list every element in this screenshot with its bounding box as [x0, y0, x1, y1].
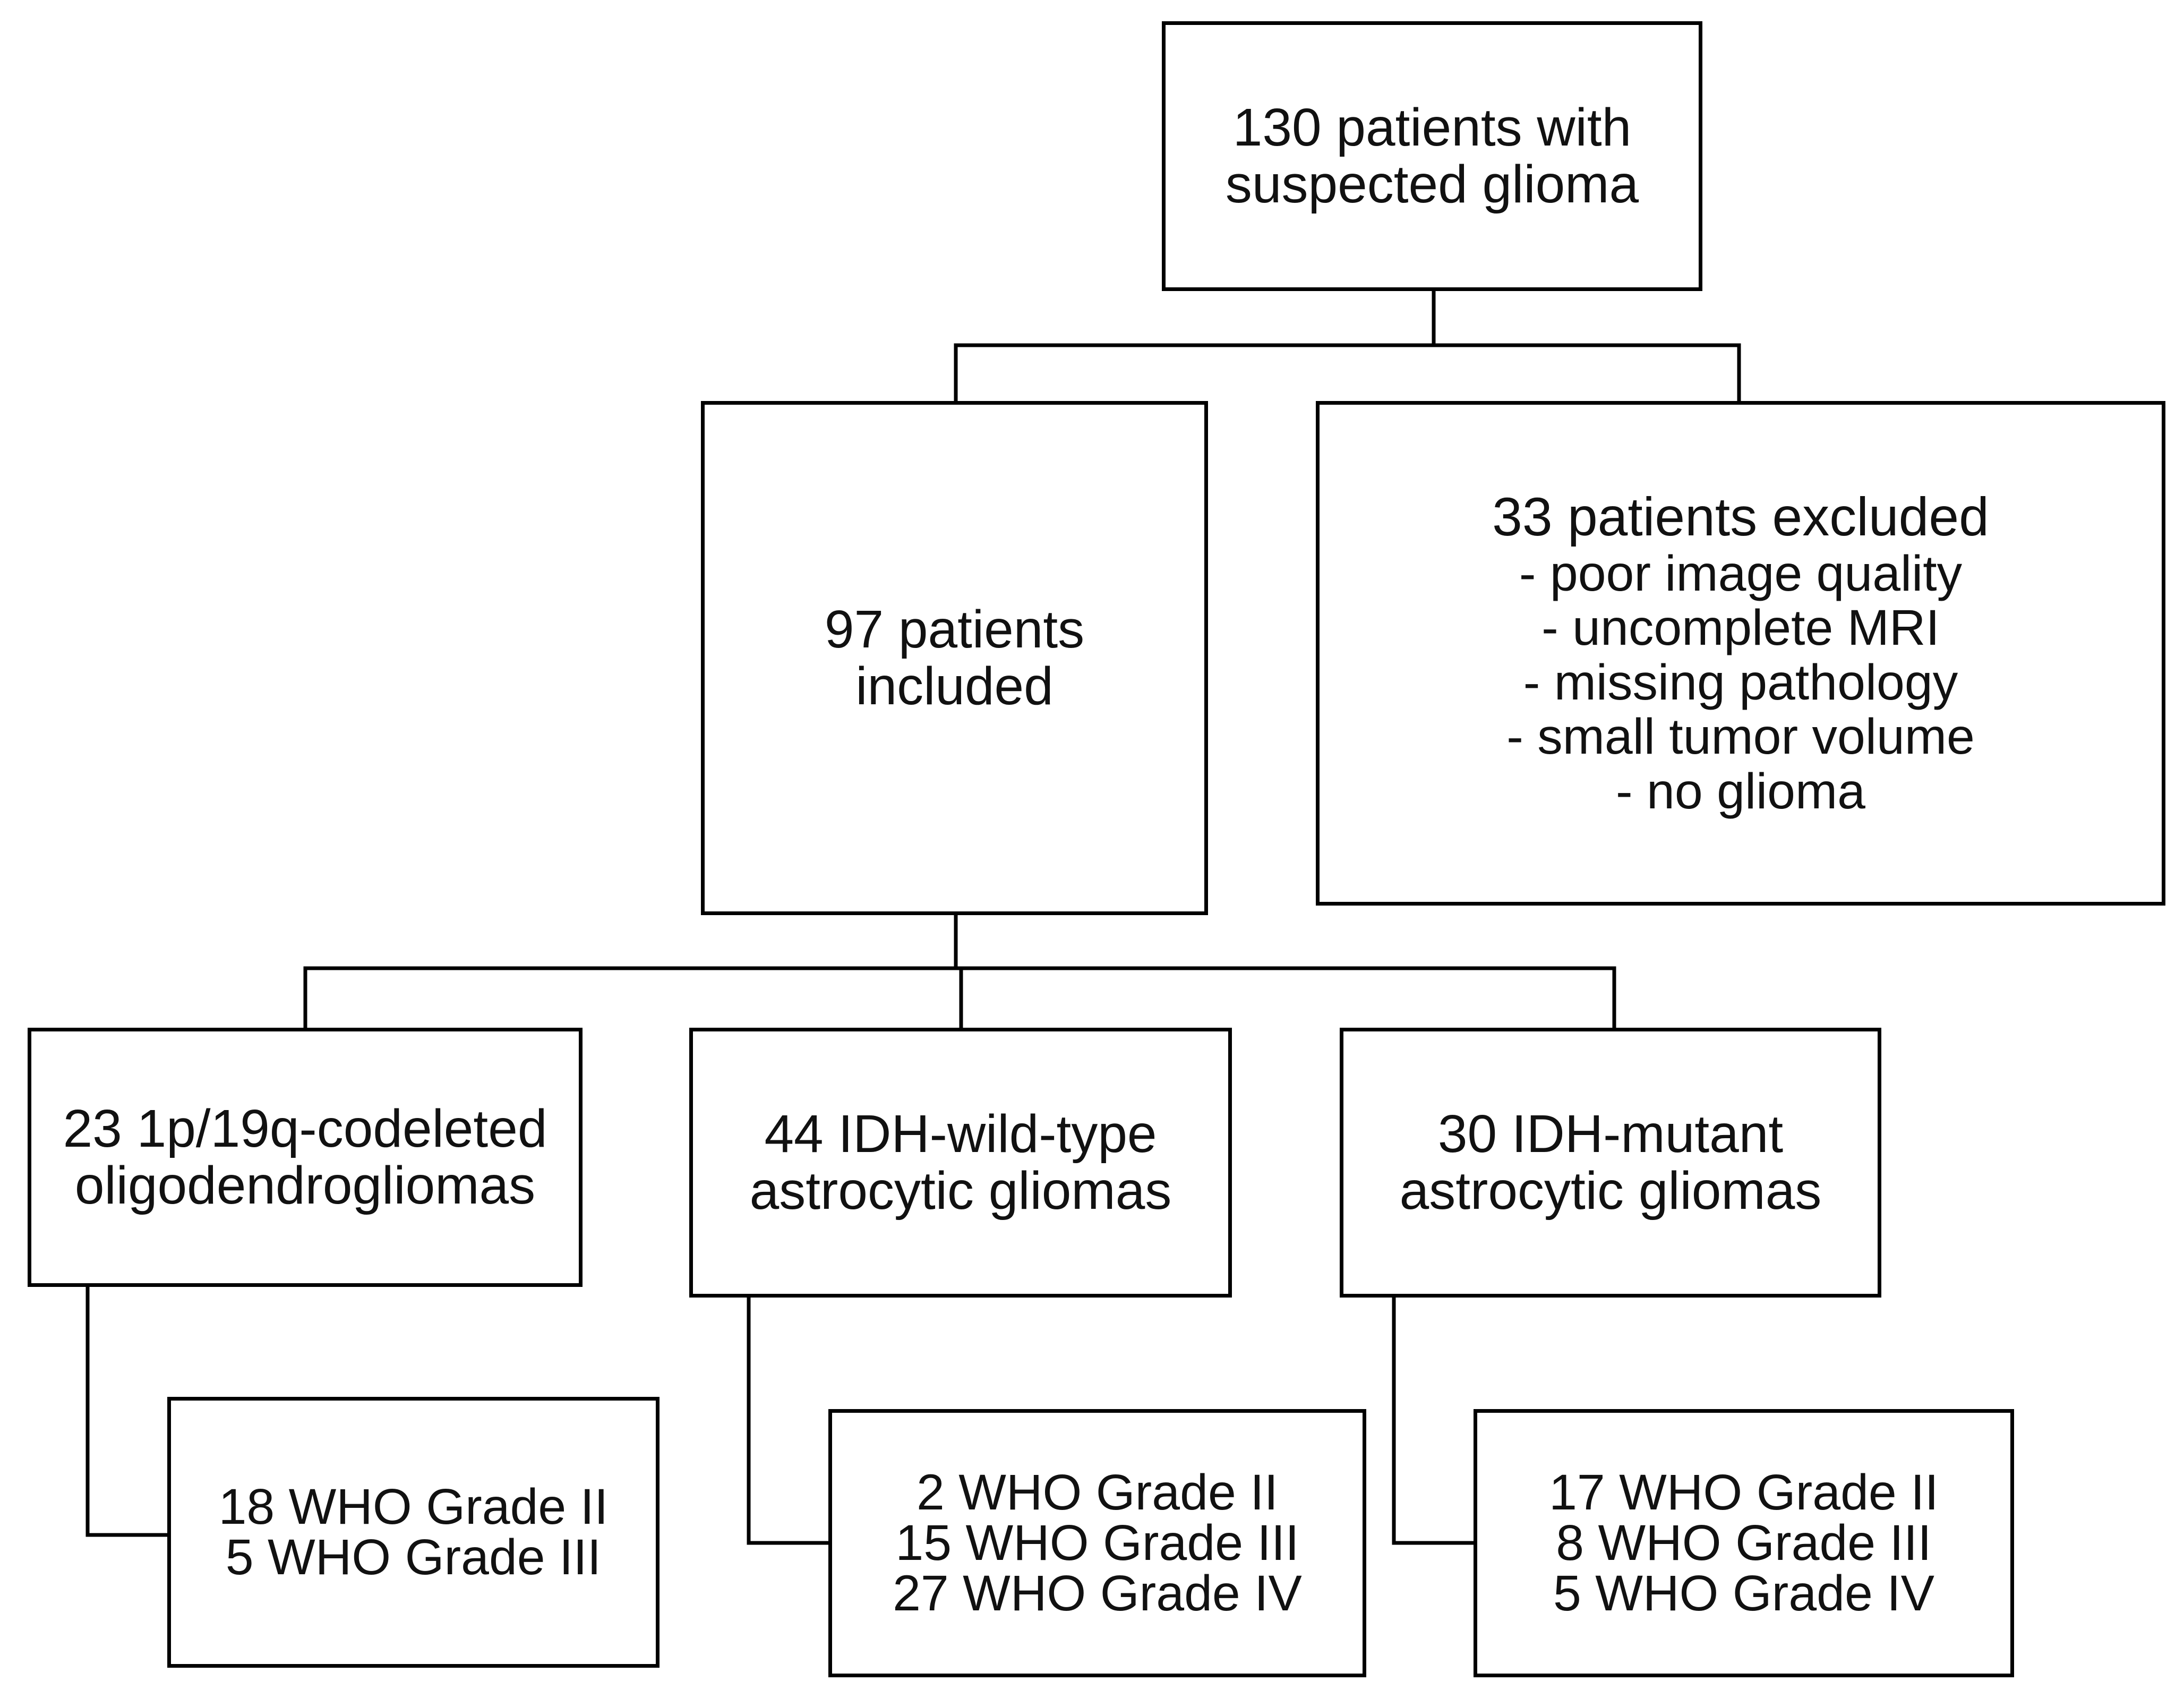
exclusion-reason: - no glioma: [1616, 763, 1865, 820]
idh-mutant-grades-box: 17 WHO Grade II 8 WHO Grade III 5 WHO Gr…: [1474, 1409, 2014, 1677]
oligo-grades-box: 18 WHO Grade II 5 WHO Grade III: [167, 1397, 660, 1668]
connector-idh-mut-to-grades: [1392, 1294, 1477, 1545]
exclusion-reason: - poor image quality: [1519, 545, 1963, 602]
grade-count-line: 27 WHO Grade IV: [893, 1565, 1302, 1622]
exclusion-reason: - uncomplete MRI: [1541, 600, 1940, 656]
root-node-line: suspected glioma: [1225, 155, 1639, 214]
idh-wild-type-node-line: 44 IDH-wild-type: [764, 1104, 1157, 1164]
included-node-line: 97 patients: [824, 600, 1085, 659]
grade-count-line: 5 WHO Grade III: [225, 1529, 602, 1585]
excluded-node-box: 33 patients excluded - poor image qualit…: [1316, 401, 2165, 906]
oligo-node-line: 23 1p/19q-codeleted: [63, 1099, 547, 1158]
connector-idh-wt-to-grades: [747, 1294, 832, 1545]
idh-wild-type-node-line: astrocytic gliomas: [749, 1161, 1172, 1221]
included-node-line: included: [855, 656, 1054, 716]
connector-oligo-to-grades: [85, 1283, 171, 1537]
grade-count-line: 18 WHO Grade II: [218, 1479, 609, 1535]
oligo-node-line: oligodendrogliomas: [74, 1156, 536, 1215]
grade-count-line: 8 WHO Grade III: [1556, 1515, 1932, 1571]
idh-wild-type-grades-box: 2 WHO Grade II 15 WHO Grade III 27 WHO G…: [828, 1409, 1366, 1677]
excluded-node-title: 33 patients excluded: [1492, 487, 1989, 548]
idh-mutant-node-line: 30 IDH-mutant: [1437, 1104, 1784, 1164]
oligo-node-box: 23 1p/19q-codeleted oligodendrogliomas: [28, 1028, 583, 1287]
grade-count-line: 15 WHO Grade III: [895, 1515, 1299, 1571]
exclusion-reason: - missing pathology: [1523, 654, 1958, 711]
root-node-box: 130 patients with suspected glioma: [1162, 21, 1702, 291]
idh-wild-type-node-box: 44 IDH-wild-type astrocytic gliomas: [689, 1028, 1232, 1298]
included-node-box: 97 patients included: [701, 401, 1208, 915]
grade-count-line: 5 WHO Grade IV: [1553, 1565, 1934, 1622]
exclusion-reason: - small tumor volume: [1506, 709, 1975, 765]
grade-count-line: 17 WHO Grade II: [1549, 1464, 1939, 1521]
grade-count-line: 2 WHO Grade II: [916, 1464, 1278, 1521]
idh-mutant-node-line: astrocytic gliomas: [1399, 1161, 1822, 1221]
root-node-line: 130 patients with: [1232, 98, 1632, 157]
idh-mutant-node-box: 30 IDH-mutant astrocytic gliomas: [1340, 1028, 1881, 1298]
